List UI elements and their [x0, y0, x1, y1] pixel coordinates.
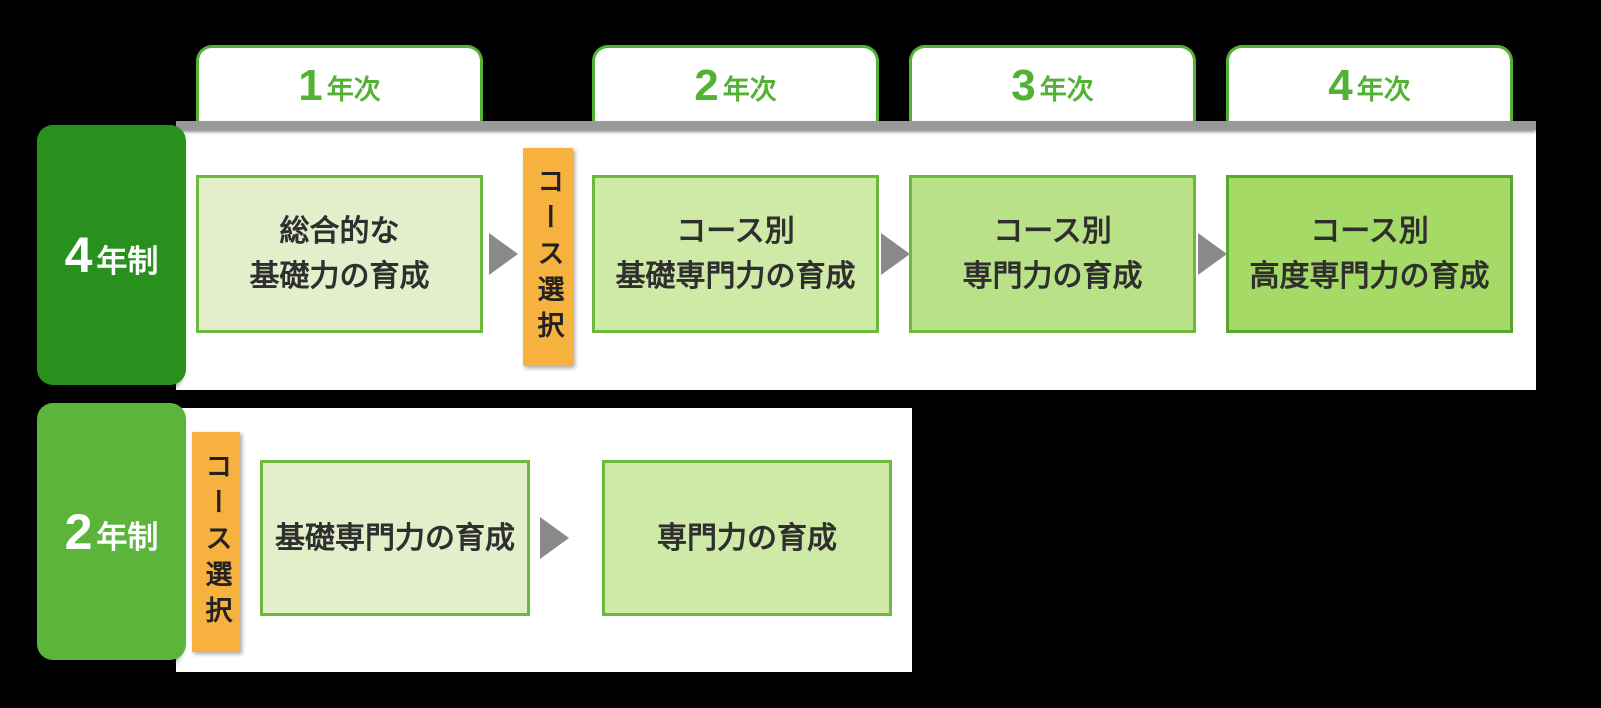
stage-box-course-basic-specialty: コース別 基礎専門力の育成 — [592, 175, 879, 333]
tab-year-3: 3 年次 — [909, 45, 1196, 123]
stage-box-course-specialty: コース別 専門力の育成 — [909, 175, 1196, 333]
stage-box-course-specialty-line2: 専門力の育成 — [962, 260, 1143, 293]
stage-box-2y-basic-specialty: 基礎専門力の育成 — [260, 460, 530, 616]
course-select-strip-4year: コース選択 — [523, 148, 573, 366]
stage-box-general-basics-line2: 基礎力の育成 — [249, 260, 430, 293]
tab-year-1-number: 1 — [298, 60, 323, 110]
flow-arrow-icon — [881, 233, 910, 275]
tab-year-1-suffix: 年次 — [326, 75, 381, 105]
tab-year-1: 1 年次 — [196, 45, 483, 123]
tab-year-2: 2 年次 — [592, 45, 879, 123]
stage-box-course-advanced-specialty-line2: 高度専門力の育成 — [1249, 260, 1490, 293]
tab-year-4-suffix: 年次 — [1356, 75, 1411, 105]
program-2year-suffix: 年制 — [96, 520, 159, 555]
stage-box-2y-specialty-label: 専門力の育成 — [657, 521, 837, 555]
stage-box-2y-specialty: 専門力の育成 — [602, 460, 892, 616]
program-2year-label: 2 年制 — [37, 403, 186, 660]
flow-arrow-icon — [540, 517, 569, 559]
tab-year-4-number: 4 — [1328, 60, 1353, 110]
tab-year-3-number: 3 — [1011, 60, 1036, 110]
stage-box-2y-basic-specialty-label: 基礎専門力の育成 — [275, 521, 515, 555]
stage-box-course-basic-specialty-line1: コース別 — [676, 215, 795, 248]
stage-box-course-basic-specialty-line2: 基礎専門力の育成 — [615, 260, 856, 293]
stage-box-course-specialty-line1: コース別 — [993, 215, 1112, 248]
stage-box-general-basics: 総合的な 基礎力の育成 — [196, 175, 483, 333]
year-track-bar — [176, 121, 1536, 130]
tab-year-4: 4 年次 — [1226, 45, 1513, 123]
program-4year-number: 4 — [64, 227, 93, 283]
tab-year-2-suffix: 年次 — [722, 75, 777, 105]
program-4year-suffix: 年制 — [96, 243, 159, 279]
flow-arrow-icon — [1198, 233, 1227, 275]
course-select-strip-2year-label: コース選択 — [201, 452, 232, 632]
flow-arrow-icon — [489, 233, 518, 275]
program-2year-number: 2 — [64, 503, 93, 560]
stage-box-course-advanced-specialty-line1: コース別 — [1310, 215, 1429, 248]
tab-year-3-suffix: 年次 — [1039, 75, 1094, 105]
program-4year-label: 4 年制 — [37, 125, 186, 385]
course-select-strip-4year-label: コース選択 — [533, 167, 564, 347]
tab-year-2-number: 2 — [694, 60, 719, 110]
stage-box-general-basics-line1: 総合的な — [279, 215, 400, 248]
stage-box-course-advanced-specialty: コース別 高度専門力の育成 — [1226, 175, 1513, 333]
course-select-strip-2year: コース選択 — [192, 432, 240, 652]
